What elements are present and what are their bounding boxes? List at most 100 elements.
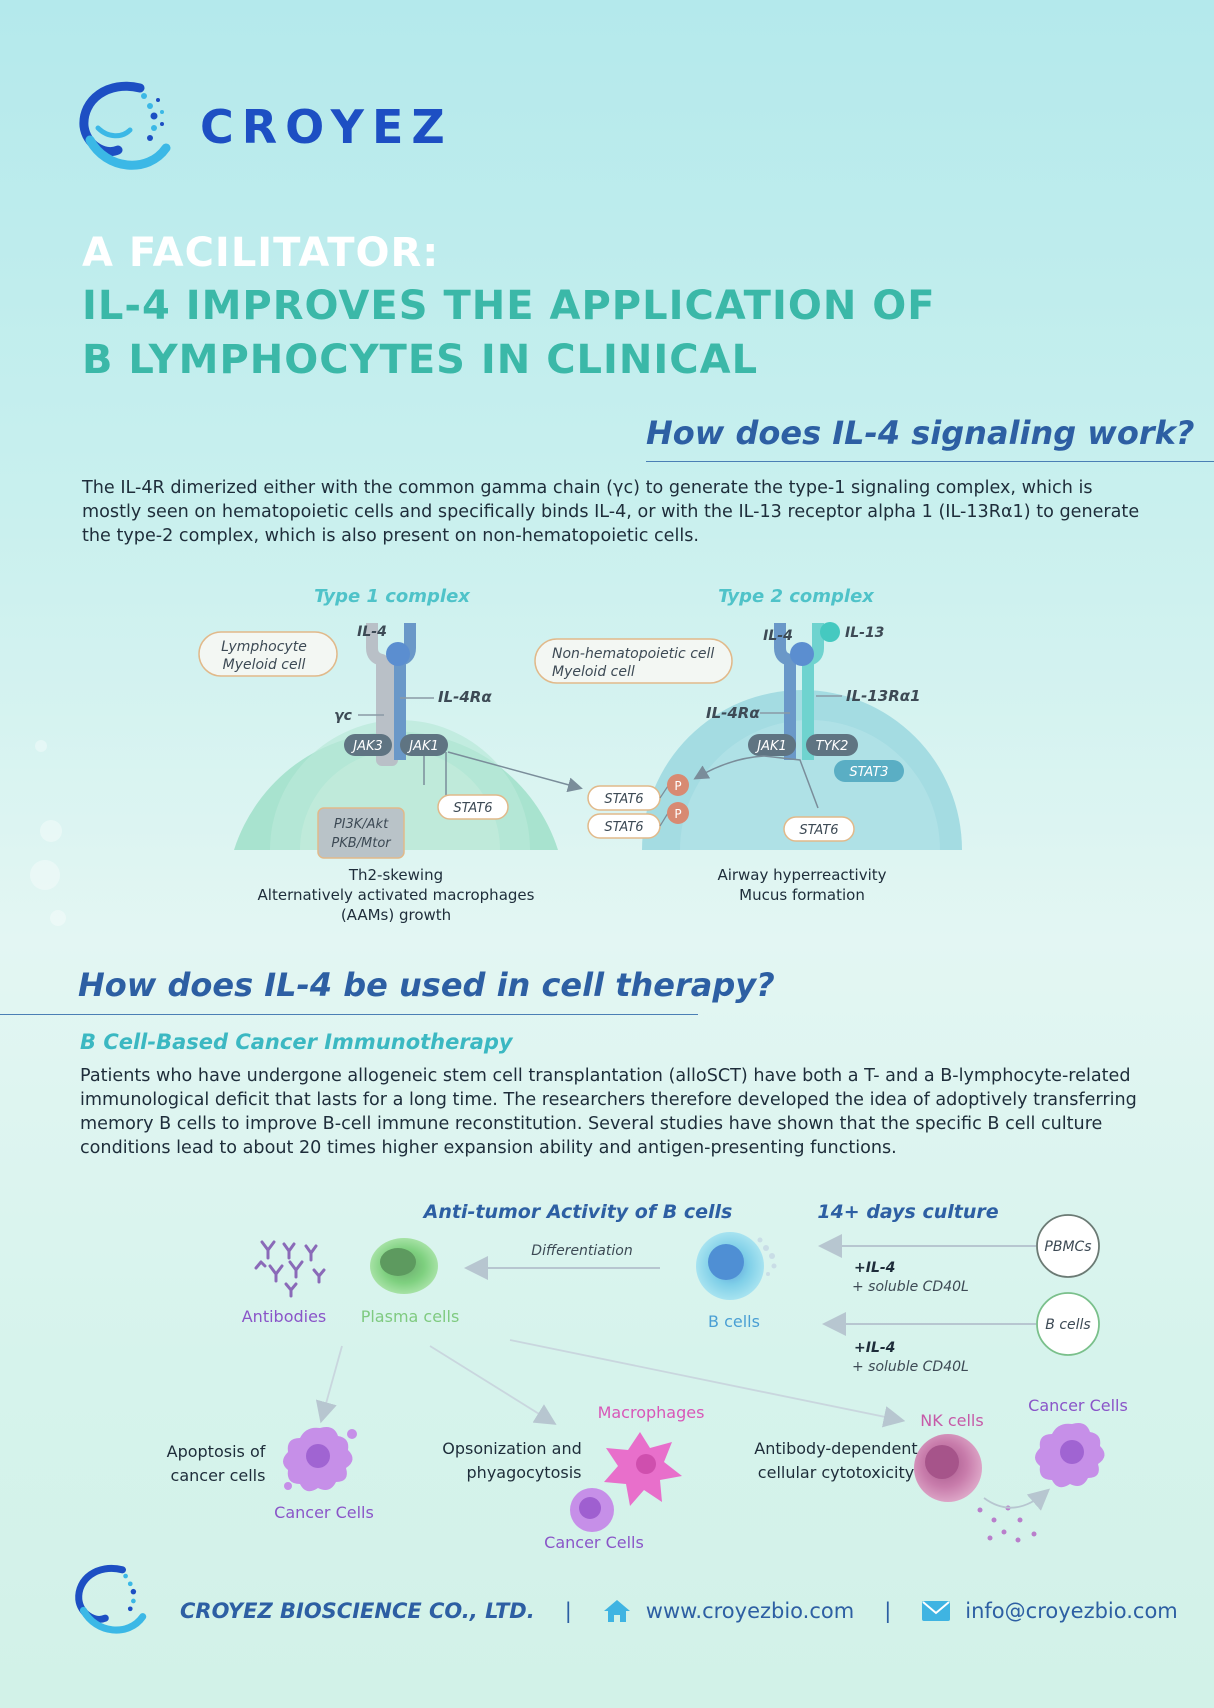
cancer-cells-label-1: Cancer Cells — [274, 1503, 374, 1522]
opsonization-line-2: phyagocytosis — [467, 1463, 582, 1482]
phosphate-a — [667, 774, 689, 796]
plasma-cells-label: Plasma cells — [361, 1307, 460, 1326]
pi3k-label: PI3K/Akt — [334, 817, 389, 832]
culture-title: 14+ days culture — [817, 1201, 998, 1223]
type-2-cell-line-2: Myeloid cell — [552, 664, 635, 680]
antibodies-icon — [254, 1240, 326, 1298]
type-1-outcome-line-2: Alternatively activated macrophages — [258, 886, 535, 904]
il-4-ligand — [386, 642, 410, 666]
brand-name: CROYEZ — [200, 100, 453, 154]
tyk2-label: TYK2 — [816, 739, 849, 754]
il4-signaling-diagram: Type 1 complex Type 2 complex Lymphocyte… — [198, 586, 962, 924]
type-2-il4-label: IL-4 — [763, 628, 793, 644]
cancer-cell-opsonization-icon — [570, 1488, 614, 1532]
pkb-label: PKB/Mtor — [331, 836, 392, 851]
il-4-ligand-type2 — [790, 642, 814, 666]
cancer-cells-label-3: Cancer Cells — [1028, 1396, 1128, 1415]
b-cell-therapy-diagram: Anti-tumor Activity of B cells 14+ days … — [167, 1201, 1128, 1552]
section-2-divider — [0, 1014, 698, 1015]
brand-logo-icon — [79, 81, 171, 170]
jak1-badge-type2 — [748, 734, 796, 756]
type-2-il13-label: IL-13 — [845, 625, 884, 641]
stat3-label: STAT3 — [849, 765, 888, 780]
type-2-il13ra1-label: IL-13Rα1 — [846, 687, 921, 705]
granules-icon — [977, 1505, 1037, 1543]
phosphate-b — [667, 802, 689, 824]
il4-label-2: +IL-4 — [854, 1340, 895, 1356]
stat3-badge — [834, 760, 904, 782]
type-1-cell-line-2: Myeloid cell — [223, 657, 306, 673]
macrophage-icon — [604, 1432, 682, 1506]
type-2-il4ra-label: IL-4Rα — [706, 704, 760, 722]
cd40l-label-1: + soluble CD40L — [852, 1279, 969, 1295]
title-line-3: B LYMPHOCYTES IN CLINICAL — [82, 337, 759, 383]
macrophages-label: Macrophages — [598, 1403, 705, 1422]
stat6-badge-type2 — [783, 816, 855, 842]
tyk2-badge — [806, 734, 858, 756]
mail-icon — [922, 1601, 951, 1621]
subsection-heading: B Cell-Based Cancer Immunotherapy — [80, 1030, 513, 1054]
pbmcs-label: PBMCs — [1044, 1239, 1091, 1255]
section-1-body: The IL-4R dimerized either with the comm… — [82, 478, 1140, 546]
stat6-label-center-a: STAT6 — [604, 792, 643, 807]
background-dot — [40, 820, 62, 842]
section-1-heading: How does IL-4 signaling work? — [646, 414, 1195, 452]
cd40l-label-2: + soluble CD40L — [852, 1359, 969, 1375]
type-2-outcome-line-2: Mucus formation — [739, 886, 865, 904]
footer-email-link[interactable]: info@croyezbio.com — [921, 1599, 1178, 1623]
stat6-badge-type1 — [437, 794, 509, 820]
apoptosis-line-1: Apoptosis of — [167, 1442, 266, 1461]
footer-separator: | — [564, 1599, 572, 1623]
background-dot — [35, 740, 47, 752]
type-1-il4ra-label: IL-4Rα — [438, 688, 492, 706]
stat6-label-center-b: STAT6 — [604, 820, 643, 835]
opsonization-line-1: Opsonization and — [442, 1439, 582, 1458]
nk-cells-label: NK cells — [920, 1411, 983, 1430]
section-1-divider — [646, 461, 1214, 462]
jak3-badge — [344, 734, 392, 756]
section-2-body: Patients who have undergone allogeneic s… — [80, 1066, 1137, 1158]
stat6-label-type2: STAT6 — [799, 823, 838, 838]
footer-email: info@croyezbio.com — [965, 1599, 1178, 1623]
jak1-badge-type1 — [400, 734, 448, 756]
type-1-cell-label-box — [198, 631, 338, 677]
antitumor-title: Anti-tumor Activity of B cells — [422, 1201, 733, 1223]
type-2-outcome-line-1: Airway hyperreactivity — [717, 866, 886, 884]
jak3-label: JAK3 — [350, 739, 383, 754]
il-13-ligand — [820, 622, 840, 642]
type-2-cell-label-box — [534, 638, 733, 684]
apoptosis-line-2: cancer cells — [171, 1466, 266, 1485]
cancer-cell-apoptosis-icon — [283, 1427, 357, 1492]
il4-label-1: +IL-4 — [854, 1260, 895, 1276]
jak1-label-type1: JAK1 — [406, 739, 439, 754]
phosphate-b-label: P — [674, 807, 681, 821]
type-1-outcome-line-3: (AAMs) growth — [341, 906, 451, 924]
type-1-gamma-c-label: γc — [334, 708, 353, 724]
type-1-receptor — [358, 623, 434, 766]
footer-separator: | — [884, 1599, 892, 1623]
type-2-title: Type 2 complex — [718, 586, 875, 607]
home-icon — [603, 1600, 630, 1622]
adcc-line-2: cellular cytotoxicity — [758, 1463, 914, 1482]
footer-website-link[interactable]: www.croyezbio.com — [602, 1598, 854, 1624]
adcc-line-1: Antibody-dependent — [754, 1439, 917, 1458]
type-2-cell-line-1: Non-hematopoietic cell — [552, 646, 714, 662]
phosphate-a-label: P — [674, 779, 681, 793]
footer-bar: CROYEZ BIOSCIENCE CO., LTD. | www.croyez… — [180, 1598, 1178, 1624]
type-1-outcome-line-1: Th2-skewing — [348, 866, 443, 884]
antibodies-label: Antibodies — [242, 1307, 327, 1326]
stat6-label-type1: STAT6 — [453, 801, 492, 816]
type-2-receptor — [760, 622, 842, 760]
footer-company: CROYEZ BIOSCIENCE CO., LTD. — [180, 1599, 535, 1623]
plasma-cell-icon — [370, 1238, 438, 1294]
cancer-cell-adcc-icon — [1035, 1423, 1105, 1488]
background-dot — [30, 860, 60, 890]
nk-cell-icon — [914, 1434, 982, 1502]
b-cells-source-circle — [1036, 1292, 1100, 1356]
b-cell-icon — [696, 1232, 777, 1300]
title-line-1: A FACILITATOR: — [82, 230, 440, 276]
footer-website: www.croyezbio.com — [645, 1599, 855, 1623]
section-2-heading: How does IL-4 be used in cell therapy? — [78, 966, 775, 1004]
title-line-2: IL-4 IMPROVES THE APPLICATION OF — [82, 283, 936, 329]
cancer-cells-label-2: Cancer Cells — [544, 1533, 644, 1552]
